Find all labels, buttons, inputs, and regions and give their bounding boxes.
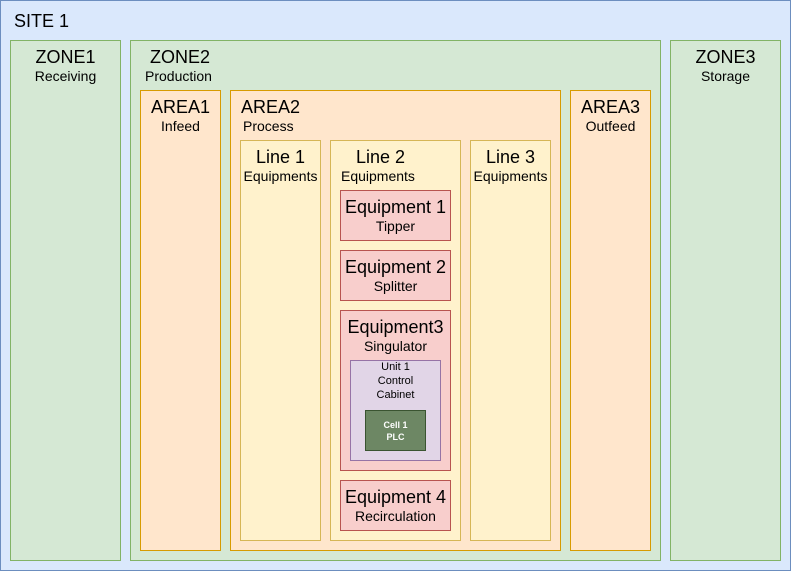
line-3-title: Line 3 [485, 147, 536, 167]
cell-1-box: Cell 1 PLC [365, 410, 426, 451]
zone-1-container: ZONE1 Receiving [10, 40, 121, 561]
zone-2-subtitle: Production [145, 68, 212, 84]
equipment-3-subtitle: Singulator [363, 338, 428, 354]
zone-3-container: ZONE3 Storage [670, 40, 781, 561]
line-1-subtitle: Equipments [243, 168, 318, 184]
area-3-container: AREA3 Outfeed [570, 90, 651, 551]
zone-2-title: ZONE2 [150, 47, 211, 67]
area-2-title: AREA2 [241, 97, 301, 117]
equipment-3-title: Equipment3 [347, 317, 444, 337]
zone-3-title: ZONE3 [695, 47, 756, 67]
area-1-subtitle: Infeed [161, 118, 200, 134]
line-2-title: Line 2 [356, 147, 406, 167]
line-1-container: Line 1 Equipments [240, 140, 321, 541]
zone-1-subtitle: Receiving [34, 68, 97, 84]
area-1-container: AREA1 Infeed [140, 90, 221, 551]
equipment-4-title: Equipment 4 [344, 487, 447, 507]
line-3-subtitle: Equipments [473, 168, 548, 184]
zone-3-subtitle: Storage [700, 68, 751, 84]
equipment-2-box: Equipment 2 Splitter [340, 250, 451, 301]
site-title: SITE 1 [14, 11, 70, 31]
unit-1-label-line-1: Unit 1 [381, 361, 410, 373]
equipment-4-box: Equipment 4 Recirculation [340, 480, 451, 531]
equipment-3-box: Equipment3 Singulator Unit 1 Control Cab… [340, 310, 451, 471]
area-1-title: AREA1 [150, 97, 211, 117]
equipment-2-subtitle: Splitter [373, 278, 418, 294]
unit-1-box: Unit 1 Control Cabinet Cell 1 PLC [350, 360, 441, 461]
equipment-4-subtitle: Recirculation [355, 508, 436, 524]
area-2-subtitle: Process [243, 118, 294, 134]
area-3-title: AREA3 [580, 97, 641, 117]
equipment-1-box: Equipment 1 Tipper [340, 190, 451, 241]
zone-1-title: ZONE1 [35, 47, 96, 67]
line-2-subtitle: Equipments [341, 168, 415, 184]
line-1-title: Line 1 [255, 147, 306, 167]
unit-1-label-line-3: Cabinet [376, 389, 415, 401]
equipment-2-title: Equipment 2 [344, 257, 447, 277]
cell-1-label-line-2: PLC [386, 432, 405, 442]
equipment-1-subtitle: Tipper [375, 218, 416, 234]
cell-1-label-line-1: Cell 1 [383, 420, 408, 430]
line-3-container: Line 3 Equipments [470, 140, 551, 541]
equipment-1-title: Equipment 1 [344, 197, 447, 217]
unit-1-label-line-2: Control [377, 375, 414, 387]
area-3-subtitle: Outfeed [585, 118, 636, 134]
